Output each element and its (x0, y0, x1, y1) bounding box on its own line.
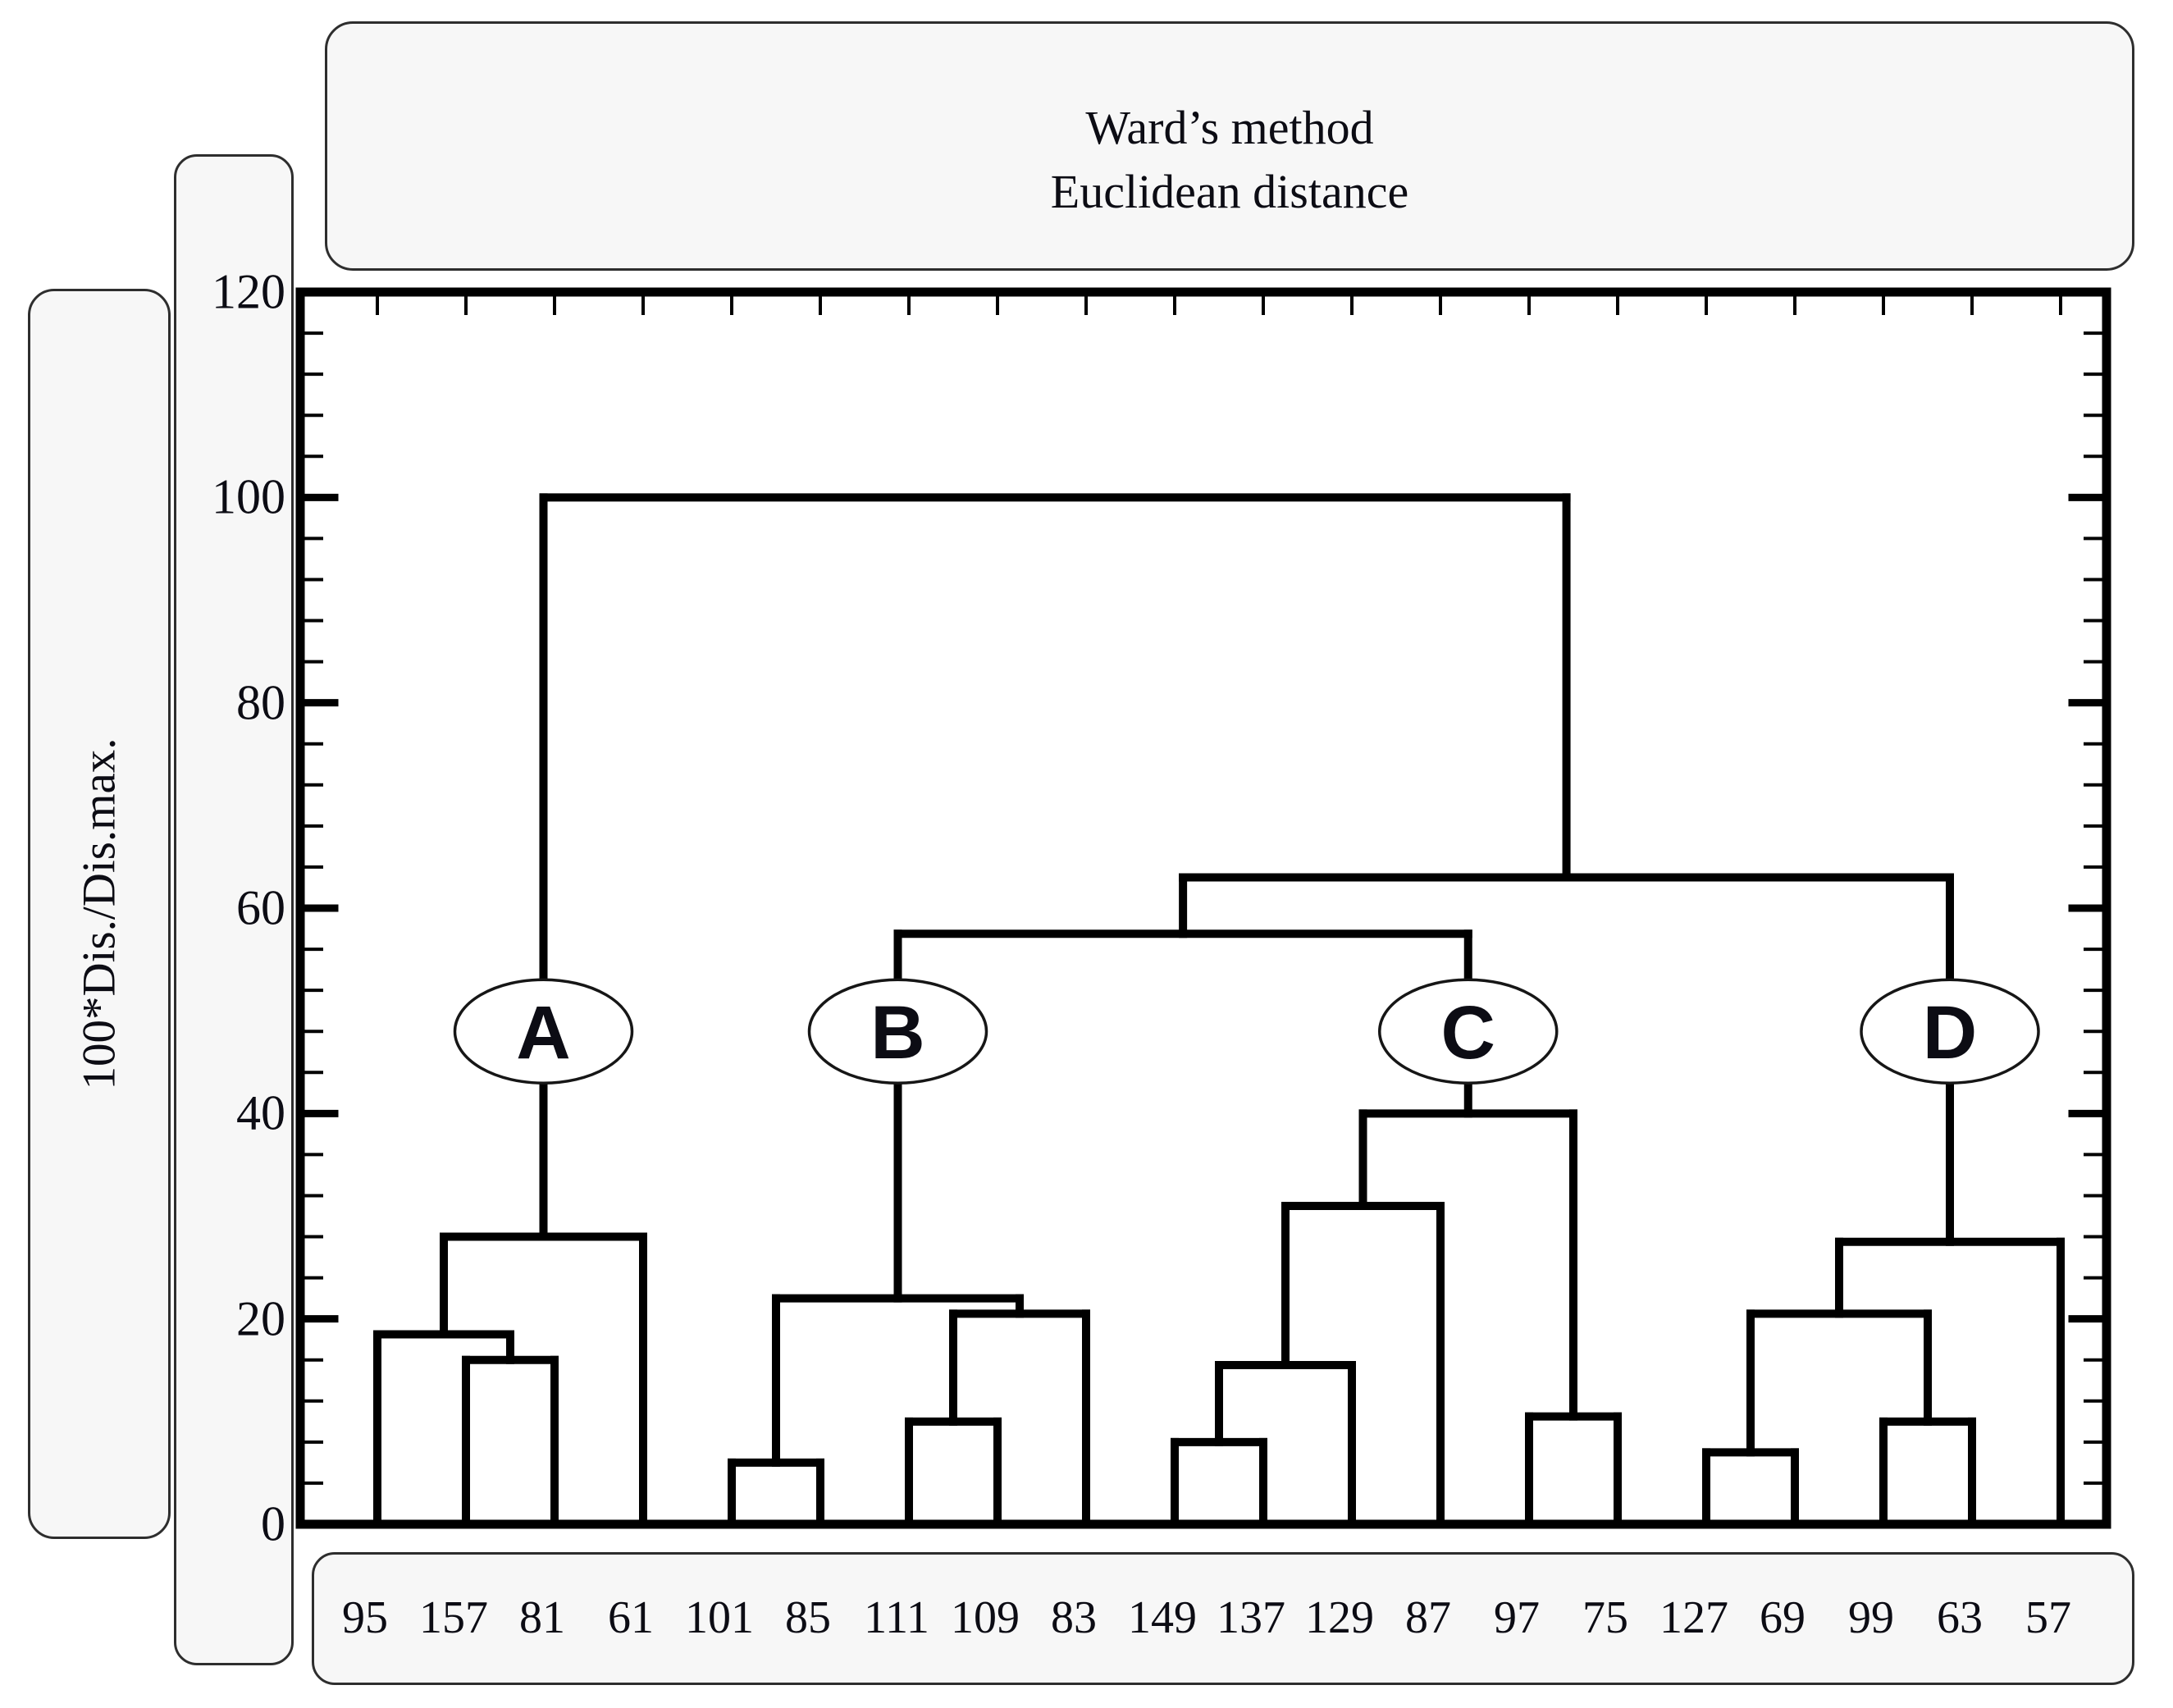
x-axis-label-box (312, 1552, 2134, 1685)
y-tick-label-box (174, 154, 294, 1665)
cluster-ellipse-A (453, 978, 634, 1085)
cluster-label-C: C (1441, 991, 1495, 1075)
cluster-label-B: B (870, 991, 924, 1075)
cluster-ellipse-D (1860, 978, 2040, 1085)
chart-title-line1: Ward’s method (1085, 101, 1374, 154)
title-box: Ward’s method Euclidean distance (325, 21, 2134, 271)
chart-title-line2: Euclidean distance (1050, 165, 1409, 218)
y-axis-label-box: 100*Dis./Dis.max. (28, 289, 171, 1539)
cluster-label-D: D (1923, 991, 1977, 1075)
cluster-ellipse-C (1378, 978, 1559, 1085)
cluster-ellipse-B (807, 978, 988, 1085)
plot-frame (295, 287, 2111, 1529)
cluster-label-A: A (516, 991, 570, 1075)
